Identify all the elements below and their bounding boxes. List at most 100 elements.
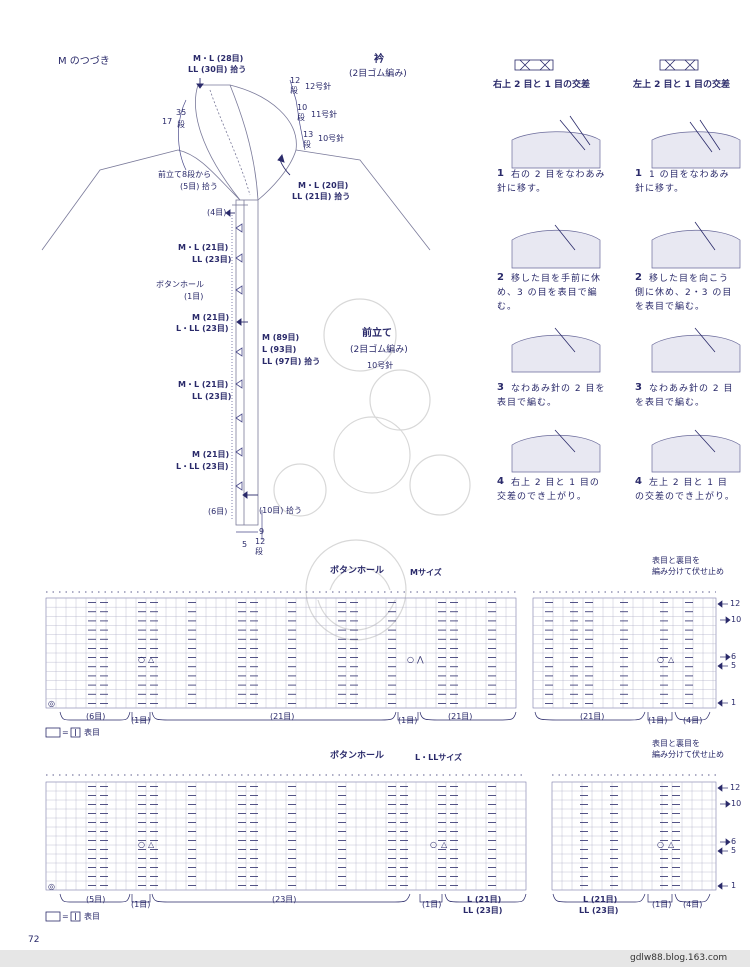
- collar-title: 衿: [374, 54, 384, 65]
- collar-left-rows2: 35: [176, 108, 187, 117]
- chart-m-title: ボタンホール: [330, 566, 385, 576]
- chart-m-b4: (4目): [683, 716, 703, 725]
- legend-boxes: [45, 727, 81, 922]
- svg-text:△: △: [668, 655, 675, 664]
- chart-brackets: [59, 711, 711, 903]
- cross-left-step2-num: 2: [635, 272, 642, 283]
- cross-left-step4-text: 左上 2 目と 1 目の交差のでき上がり。: [635, 478, 735, 502]
- collar-ml-pick: M・L (20目): [298, 181, 349, 190]
- band-four: (4目): [207, 208, 227, 217]
- cross-right-step3-num: 3: [497, 382, 504, 393]
- cross-right-step4-text: 右上 2 目と 1 目の交差のでき上がり。: [497, 478, 600, 502]
- svg-text:○: ○: [138, 840, 145, 849]
- band-subtitle: (2目ゴム編み): [350, 345, 408, 355]
- chart-m-size: Mサイズ: [410, 568, 442, 577]
- chart-m-grid: [45, 597, 717, 709]
- band-markers: [235, 223, 243, 491]
- step-illustrations: [511, 131, 741, 473]
- chart-m-b1c: (1目): [648, 716, 668, 725]
- collar-subtitle: (2目ゴム編み): [349, 69, 407, 79]
- svg-text:○: ○: [657, 840, 664, 849]
- chart-l-r6: 6: [731, 837, 737, 846]
- collar-top-ll: LL (30目) 拾う: [188, 65, 247, 74]
- collar-rows3b: 段: [303, 140, 311, 149]
- svg-text:△: △: [441, 840, 448, 849]
- chart-l-b23: (23目): [272, 895, 297, 904]
- band-twelve: 12: [255, 537, 266, 546]
- collar-rows2: 10: [297, 103, 308, 112]
- chart-l-b4: (4目): [683, 900, 703, 909]
- svg-text:○: ○: [138, 655, 145, 664]
- chart-l-r1: 1: [731, 881, 737, 890]
- band-ll23: LL (23目): [192, 255, 232, 264]
- band-needle: 10号針: [367, 361, 394, 370]
- row-arrows: [717, 600, 731, 890]
- chart-l-b1a: (1目): [131, 900, 151, 909]
- collar-needle1: 12号針: [305, 82, 332, 91]
- chart-m-r6: 6: [731, 652, 737, 661]
- chart-l-size: L・LLサイズ: [415, 753, 463, 762]
- chart-m-note2: 編み分けて伏せ止め: [652, 567, 724, 576]
- chart-l-r5: 5: [731, 846, 737, 855]
- chart-m-legend-text: 表目: [84, 728, 100, 737]
- collar-left-rows: 17: [162, 117, 173, 126]
- chart-m-legend-eq: =: [62, 728, 69, 737]
- chart-m-b1b: (1目): [398, 716, 418, 725]
- band-ml21: M・L (21目): [178, 243, 229, 252]
- chart-l-b1c: (1目): [652, 900, 672, 909]
- svg-text:△: △: [668, 840, 675, 849]
- svg-text:◎: ◎: [48, 882, 55, 891]
- collar-rows2b: 段: [297, 113, 305, 122]
- band-buttonhole: ボタンホール: [156, 280, 204, 289]
- svg-text:○: ○: [657, 655, 664, 664]
- band-m89: M (89目): [262, 333, 300, 342]
- svg-text:◎: ◎: [48, 699, 55, 708]
- svg-text:△: △: [148, 655, 155, 664]
- band-title: 前立て: [362, 328, 392, 339]
- dimension-lines: [178, 79, 306, 540]
- chart-l-b1b: (1目): [422, 900, 442, 909]
- cross-left-step4-num: 4: [635, 476, 642, 487]
- chart-m-r12: 12: [730, 599, 741, 608]
- chart-l-grid: [45, 781, 717, 891]
- cross-left-title: 左上 2 目と 1 目の交差: [633, 80, 731, 90]
- chart-l-l21b: L (21目): [583, 895, 618, 904]
- cross-left-step1-num: 1: [635, 168, 642, 179]
- cross-right-step3-text: なわあみ針の 2 目を表目で編む。: [497, 384, 606, 408]
- chart-m-r5: 5: [731, 661, 737, 670]
- chart-m-b21a: (21目): [270, 712, 295, 721]
- cross-right-step1-num: 1: [497, 168, 504, 179]
- cross-right-title: 右上 2 目と 1 目の交差: [493, 80, 591, 90]
- band-five: 5: [242, 540, 248, 549]
- band-dan: 段: [255, 547, 263, 556]
- cross-left-step1-text: 1 の目をなわあみ針に移す。: [635, 170, 730, 194]
- cross-symbols: [514, 59, 699, 71]
- chart-m-b6: (6目): [86, 712, 106, 721]
- chart-l-legend-text: 表目: [84, 912, 100, 921]
- svg-text:○: ○: [407, 655, 414, 664]
- cross-left-step2-text: 移した目を向こう側に休め、2・3 の目を表目で編む。: [635, 274, 733, 312]
- cross-right-step2-text: 移した目を手前に休め、3 の目を表目で編む。: [497, 274, 602, 312]
- svg-text:△: △: [148, 840, 155, 849]
- band-six: (6目): [208, 507, 228, 516]
- collar-needle2: 11号針: [311, 110, 338, 119]
- cross-right-step1-text: 右の 2 目をなわあみ針に移す。: [497, 170, 606, 194]
- chart-l-note1: 表目と裏目を: [652, 739, 700, 748]
- svg-text:○: ○: [430, 840, 437, 849]
- chart-m-r10: 10: [731, 615, 742, 624]
- band-ten: (10目) 拾う: [259, 506, 302, 515]
- collar-left-rows3: 段: [177, 120, 185, 129]
- cross-left-step3-text: なわあみ針の 2 目を表目で編む。: [635, 384, 734, 408]
- band-lll23b: L・LL (23目): [176, 462, 229, 471]
- chart-l-ll23: LL (23目): [463, 906, 503, 915]
- chart-m-note1: 表目と裏目を: [652, 556, 700, 565]
- collar-rows1b: 段: [290, 86, 298, 95]
- band-m21: M (21目): [192, 313, 230, 322]
- cross-left-step3-num: 3: [635, 382, 642, 393]
- chart-l-legend-eq: =: [62, 912, 69, 921]
- pickup-arrows: [196, 78, 291, 499]
- chart-m-b1a: (1目): [131, 716, 151, 725]
- collar-rows3: 13: [303, 130, 314, 139]
- collar-ll-pick: LL (21目) 拾う: [292, 192, 351, 201]
- page-number: 72: [28, 935, 40, 945]
